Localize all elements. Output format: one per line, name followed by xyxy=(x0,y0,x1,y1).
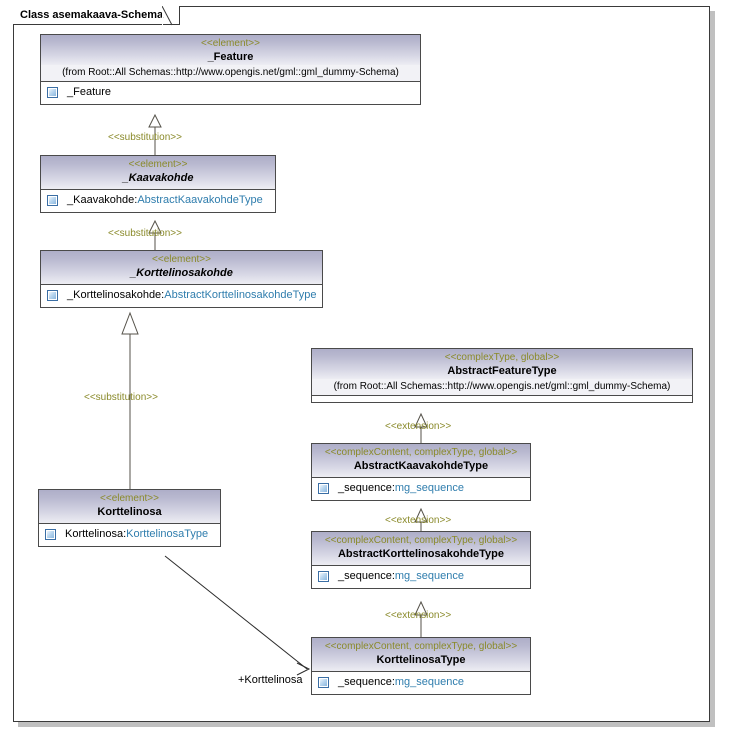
class-attributes-korttelinosatype: _sequence:mg_sequence xyxy=(312,672,530,694)
attribute-square-icon xyxy=(47,290,58,301)
class-stereotype-korttelinosatype: <<complexContent, complexType, global>> xyxy=(324,641,518,652)
attribute-name: _Korttelinosakohde: xyxy=(67,289,165,301)
attribute-row[interactable]: _sequence:mg_sequence xyxy=(318,569,526,584)
class-header-korttelinosakohde: <<element>> _Korttelinosakohde xyxy=(41,251,322,285)
connector-label-sub1: <<substitution>> xyxy=(108,132,182,143)
class-name-feature: _Feature xyxy=(207,51,254,63)
diagram-frame-tab: Class asemakaava-Schema xyxy=(13,6,181,25)
connector-sub1 xyxy=(148,113,162,155)
class-name-kaavakohde: _Kaavakohde xyxy=(122,172,194,184)
connector-ext2 xyxy=(414,507,428,531)
attribute-name: _sequence: xyxy=(338,482,395,494)
class-attributes-abstractfeaturetype xyxy=(312,396,692,402)
attribute-type: KorttelinosaType xyxy=(126,528,209,540)
connector-label-sub3: <<substitution>> xyxy=(84,392,158,403)
diagram-frame-tab-label: Class asemakaava-Schema xyxy=(20,9,164,21)
connector-label-ext1: <<extension>> xyxy=(385,421,452,432)
class-box-abstractfeaturetype[interactable]: <<complexType, global>> AbstractFeatureT… xyxy=(311,348,693,403)
attribute-square-icon xyxy=(318,677,329,688)
class-name-abstractkorttelinosakohdetype: AbstractKorttelinosakohdeType xyxy=(337,548,505,560)
class-box-abstractkaavakohdetype[interactable]: <<complexContent, complexType, global>> … xyxy=(311,443,531,501)
connector-label-assoc1: +Korttelinosa xyxy=(238,674,303,686)
attribute-square-icon xyxy=(318,483,329,494)
attribute-row[interactable]: _sequence:mg_sequence xyxy=(318,675,526,690)
class-box-abstractkorttelinosakohdetype[interactable]: <<complexContent, complexType, global>> … xyxy=(311,531,531,589)
class-box-kaavakohde[interactable]: <<element>> _Kaavakohde _Kaavakohde:Abst… xyxy=(40,155,276,213)
class-box-korttelinosakohde[interactable]: <<element>> _Korttelinosakohde _Kortteli… xyxy=(40,250,323,308)
class-header-korttelinosa: <<element>> Korttelinosa xyxy=(39,490,220,524)
class-name-korttelinosa: Korttelinosa xyxy=(97,506,162,518)
connector-ext1 xyxy=(414,412,428,443)
attribute-row[interactable]: _Kaavakohde:AbstractKaavakohdeType xyxy=(47,193,271,208)
attribute-square-icon xyxy=(47,87,58,98)
class-box-korttelinosa[interactable]: <<element>> Korttelinosa Korttelinosa:Ko… xyxy=(38,489,221,547)
class-name-abstractfeaturetype: AbstractFeatureType xyxy=(447,365,557,377)
class-attributes-abstractkorttelinosakohdetype: _sequence:mg_sequence xyxy=(312,566,530,588)
class-header-kaavakohde: <<element>> _Kaavakohde xyxy=(41,156,275,190)
attribute-name: _Feature xyxy=(67,86,112,98)
class-stereotype-abstractkorttelinosakohdetype: <<complexContent, complexType, global>> xyxy=(324,535,518,546)
attribute-square-icon xyxy=(45,529,56,540)
class-name-abstractkaavakohdetype: AbstractKaavakohdeType xyxy=(353,460,489,472)
connector-sub3 xyxy=(121,311,139,489)
attribute-name: _Kaavakohde: xyxy=(67,194,138,206)
class-header-korttelinosatype: <<complexContent, complexType, global>> … xyxy=(312,638,530,672)
class-attributes-korttelinosa: Korttelinosa:KorttelinosaType xyxy=(39,524,220,546)
class-attributes-korttelinosakohde: _Korttelinosakohde:AbstractKorttelinosak… xyxy=(41,285,322,307)
attribute-row[interactable]: _Feature xyxy=(47,85,416,100)
class-stereotype-korttelinosa: <<element>> xyxy=(100,493,159,504)
connector-ext3 xyxy=(414,600,428,637)
attribute-type: mg_sequence xyxy=(394,570,464,582)
connector-label-ext2: <<extension>> xyxy=(385,515,452,526)
class-name-korttelinosakohde: _Korttelinosakohde xyxy=(130,267,233,279)
class-stereotype-korttelinosakohde: <<element>> xyxy=(152,254,211,265)
class-box-feature[interactable]: <<element>> _Feature (from Root::All Sch… xyxy=(40,34,421,105)
frame-tab-slant-icon xyxy=(162,6,176,26)
attribute-square-icon xyxy=(318,571,329,582)
class-box-korttelinosatype[interactable]: <<complexContent, complexType, global>> … xyxy=(311,637,531,695)
connector-label-sub2: <<substitution>> xyxy=(108,228,182,239)
class-from-abstractfeaturetype: (from Root::All Schemas::http://www.open… xyxy=(312,379,692,396)
class-header-abstractfeaturetype: <<complexType, global>> AbstractFeatureT… xyxy=(312,349,692,379)
attribute-type: mg_sequence xyxy=(394,482,464,494)
attribute-row[interactable]: _Korttelinosakohde:AbstractKorttelinosak… xyxy=(47,288,318,303)
attribute-square-icon xyxy=(47,195,58,206)
attribute-row[interactable]: _sequence:mg_sequence xyxy=(318,481,526,496)
attribute-type: AbstractKaavakohdeType xyxy=(137,194,263,206)
class-stereotype-abstractfeaturetype: <<complexType, global>> xyxy=(444,352,560,363)
class-header-abstractkaavakohdetype: <<complexContent, complexType, global>> … xyxy=(312,444,530,478)
attribute-name: Korttelinosa: xyxy=(65,528,127,540)
attribute-type: mg_sequence xyxy=(394,676,464,688)
attribute-row[interactable]: Korttelinosa:KorttelinosaType xyxy=(45,527,216,542)
attribute-type: AbstractKorttelinosakohdeType xyxy=(164,289,317,301)
class-from-feature: (from Root::All Schemas::http://www.open… xyxy=(41,65,420,82)
class-stereotype-kaavakohde: <<element>> xyxy=(128,159,188,170)
class-attributes-feature: _Feature xyxy=(41,82,420,104)
class-stereotype-abstractkaavakohdetype: <<complexContent, complexType, global>> xyxy=(324,447,518,458)
right-edge-strip xyxy=(721,0,729,739)
connector-assoc1 xyxy=(164,555,311,676)
attribute-name: _sequence: xyxy=(338,676,395,688)
class-attributes-kaavakohde: _Kaavakohde:AbstractKaavakohdeType xyxy=(41,190,275,212)
class-stereotype-feature: <<element>> xyxy=(201,38,260,49)
class-attributes-abstractkaavakohdetype: _sequence:mg_sequence xyxy=(312,478,530,500)
class-header-feature: <<element>> _Feature xyxy=(41,35,420,65)
class-header-abstractkorttelinosakohdetype: <<complexContent, complexType, global>> … xyxy=(312,532,530,566)
attribute-name: _sequence: xyxy=(338,570,395,582)
connector-label-ext3: <<extension>> xyxy=(385,610,452,621)
class-name-korttelinosatype: KorttelinosaType xyxy=(376,654,466,666)
connector-sub2 xyxy=(148,219,162,250)
